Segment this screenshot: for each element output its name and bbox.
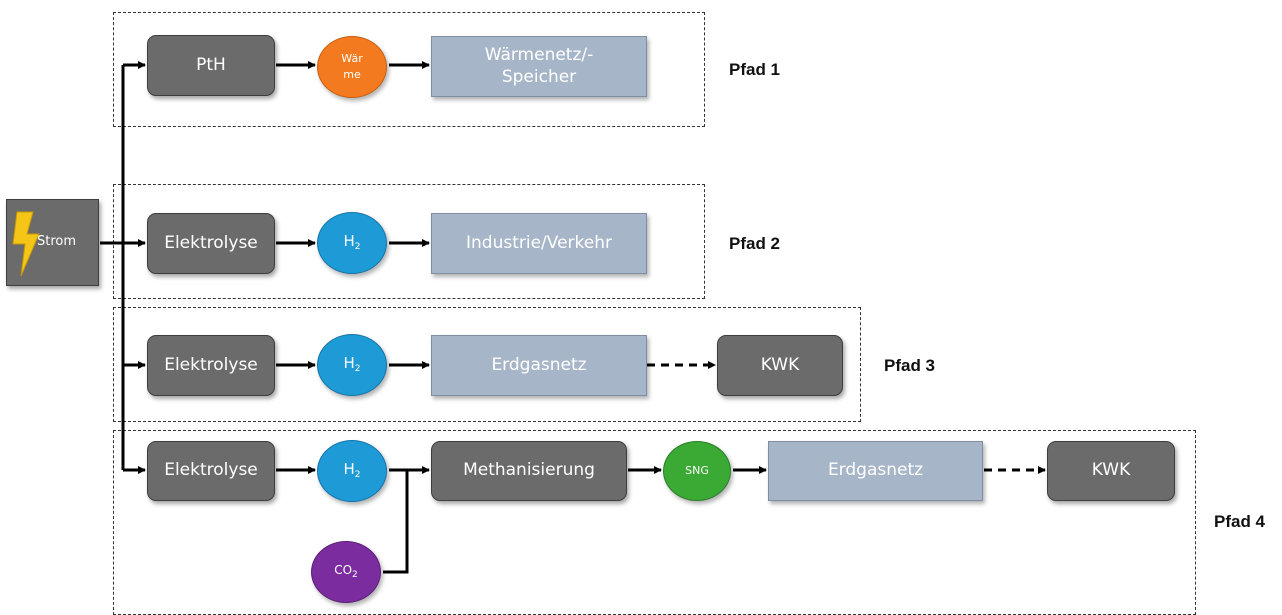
h2-sub-3: 2 [354,364,361,375]
elektrolyse-node-2: Elektrolyse [147,213,275,274]
waermenetz-label: Wärmenetz/- Speicher [484,45,594,87]
industrie-verkehr-label: Industrie/Verkehr [466,232,612,253]
industrie-verkehr-node: Industrie/Verkehr [431,213,647,274]
elektrolyse-label-2: Elektrolyse [164,232,258,253]
pfad-3-label: Pfad 3 [884,356,936,375]
erdgasnetz-node-3: Erdgasnetz [431,335,647,396]
pfad-1-label: Pfad 1 [729,60,781,79]
kwk-label-3: KWK [760,354,800,375]
lightning-icon [12,211,40,277]
co2-carrier: CO2 [311,541,381,603]
sng-label: SNG [685,464,709,478]
h2-sub-2: 2 [354,242,361,253]
co2-label: CO2 [334,563,358,581]
strom-label: Strom [37,234,77,249]
h2-text-2: H [343,232,355,251]
elektrolyse-label-4: Elektrolyse [164,460,258,481]
h2-text-4: H [343,460,355,479]
h2-carrier-4: H2 [317,440,387,502]
h2-label-4: H2 [343,460,360,481]
h2-sub-4: 2 [354,470,361,481]
h2-carrier-2: H2 [317,212,387,274]
kwk-node-4: KWK [1047,441,1175,501]
path-1-box [113,12,705,127]
pth-node: PtH [147,35,275,96]
trunk-line [100,65,125,470]
erdgasnetz-node-4: Erdgasnetz [768,441,983,501]
elektrolyse-label-3: Elektrolyse [164,354,258,375]
erdgasnetz-label-4: Erdgasnetz [827,460,924,481]
h2-text-3: H [343,354,355,373]
kwk-node-3: KWK [717,335,843,396]
h2-label-3: H2 [343,354,360,375]
erdgasnetz-label-3: Erdgasnetz [491,354,587,375]
strom-source: Strom [6,199,99,286]
pfad-4-label: Pfad 4 [1214,512,1266,531]
waerme-label: Wär me [341,51,363,82]
elektrolyse-node-4: Elektrolyse [147,441,275,501]
methanisierung-label: Methanisierung [463,460,595,481]
elektrolyse-node-3: Elektrolyse [147,335,275,396]
path-3-box [113,307,861,422]
pth-label: PtH [196,54,226,75]
h2-label-2: H2 [343,232,360,253]
sng-carrier: SNG [663,441,731,501]
pfad-2-label: Pfad 2 [729,234,781,253]
co2-text: CO [334,562,353,577]
kwk-label-4: KWK [1091,460,1131,481]
waerme-carrier: Wär me [317,36,387,98]
waermenetz-node: Wärmenetz/- Speicher [431,36,647,97]
h2-carrier-3: H2 [317,334,387,396]
co2-sub: 2 [352,569,358,580]
methanisierung-node: Methanisierung [431,441,627,501]
